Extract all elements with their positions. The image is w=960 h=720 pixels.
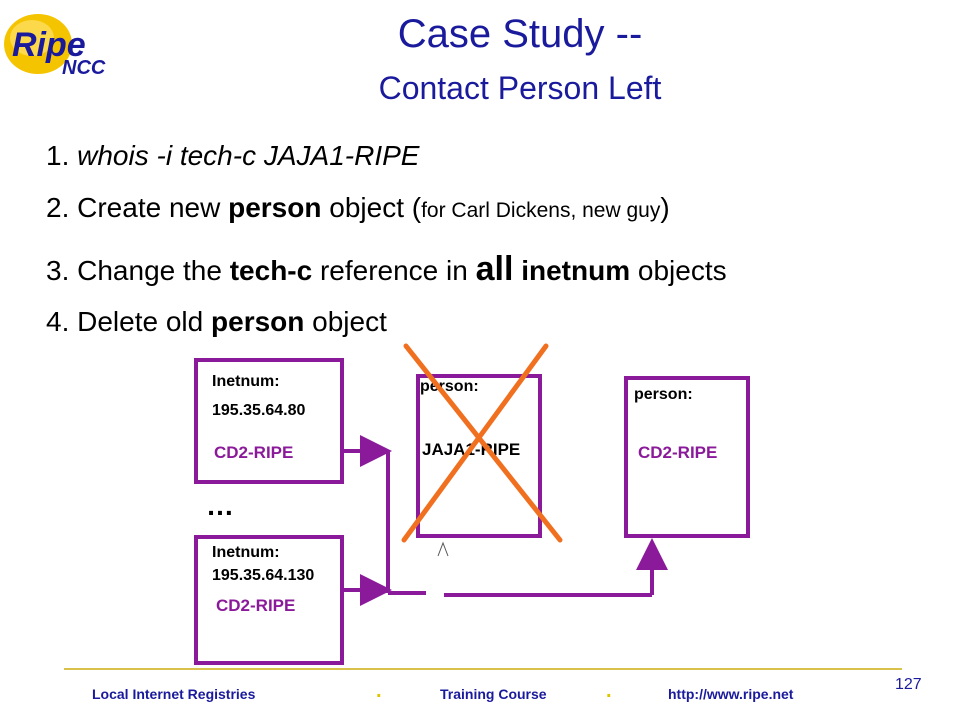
more-objects-ellipsis: … <box>206 490 238 521</box>
step-2: 2. Create new person object (for Carl Di… <box>46 192 670 224</box>
new-person-object <box>624 376 750 538</box>
inetnum-2-tech-c: CD2-RIPE <box>216 596 296 615</box>
step-text: objects <box>637 255 727 286</box>
step-text: ) <box>660 192 670 223</box>
footer-center: Training Course <box>440 686 547 702</box>
ripe-ncc-logo: Ripe NCC <box>4 14 106 79</box>
inetnum-object-1 <box>194 358 344 484</box>
old-arrowhead-remnant <box>437 541 449 557</box>
step-number: 1. <box>46 140 70 171</box>
inetnum-object-2 <box>194 535 344 665</box>
step-keyword: person <box>211 306 305 337</box>
inetnum-1-label: Inetnum: <box>212 373 280 390</box>
logo-sub-text: NCC <box>62 57 106 79</box>
step-1-command: whois -i tech-c JAJA1-RIPE <box>77 140 420 171</box>
step-keyword: inetnum <box>521 255 631 286</box>
step-text: reference in <box>319 255 468 286</box>
step-emphasis: all <box>475 250 514 288</box>
page-number: 127 <box>895 676 922 693</box>
step-keyword: tech-c <box>229 255 313 286</box>
step-text: Change the <box>77 255 222 286</box>
footer-separator: . <box>376 680 382 702</box>
step-1: 1. whois -i tech-c JAJA1-RIPE <box>46 140 419 172</box>
delete-cross-icon <box>401 343 563 543</box>
inetnum-2-label: Inetnum: <box>212 544 280 561</box>
inetnum-1-tech-c: CD2-RIPE <box>214 443 294 462</box>
inetnum-1-address: 195.35.64.80 <box>212 402 306 419</box>
inetnum-2-address: 195.35.64.130 <box>212 567 315 584</box>
step-text: Create new <box>77 192 221 223</box>
old-person-object <box>416 374 542 538</box>
step-text: object <box>312 306 387 337</box>
footer-right: http://www.ripe.net <box>668 686 794 702</box>
step-text: Delete old <box>77 306 204 337</box>
footer-divider <box>64 668 902 670</box>
step-note: for Carl Dickens, new guy <box>421 199 661 222</box>
new-person-handle: CD2-RIPE <box>638 443 718 462</box>
footer-separator: . <box>606 680 612 702</box>
logo-main-text: Ripe <box>12 26 86 64</box>
step-number: 2. <box>46 192 70 223</box>
page-title: Case Study -- <box>397 12 643 56</box>
step-number: 3. <box>46 255 70 286</box>
step-number: 4. <box>46 306 70 337</box>
step-text: object ( <box>329 192 422 223</box>
step-keyword: person <box>228 192 322 223</box>
step-3: 3. Change the tech-c reference in all in… <box>46 250 727 289</box>
page-subtitle: Contact Person Left <box>378 70 662 106</box>
footer-left: Local Internet Registries <box>92 686 256 702</box>
new-person-label: person: <box>634 386 693 403</box>
step-4: 4. Delete old person object <box>46 306 387 338</box>
